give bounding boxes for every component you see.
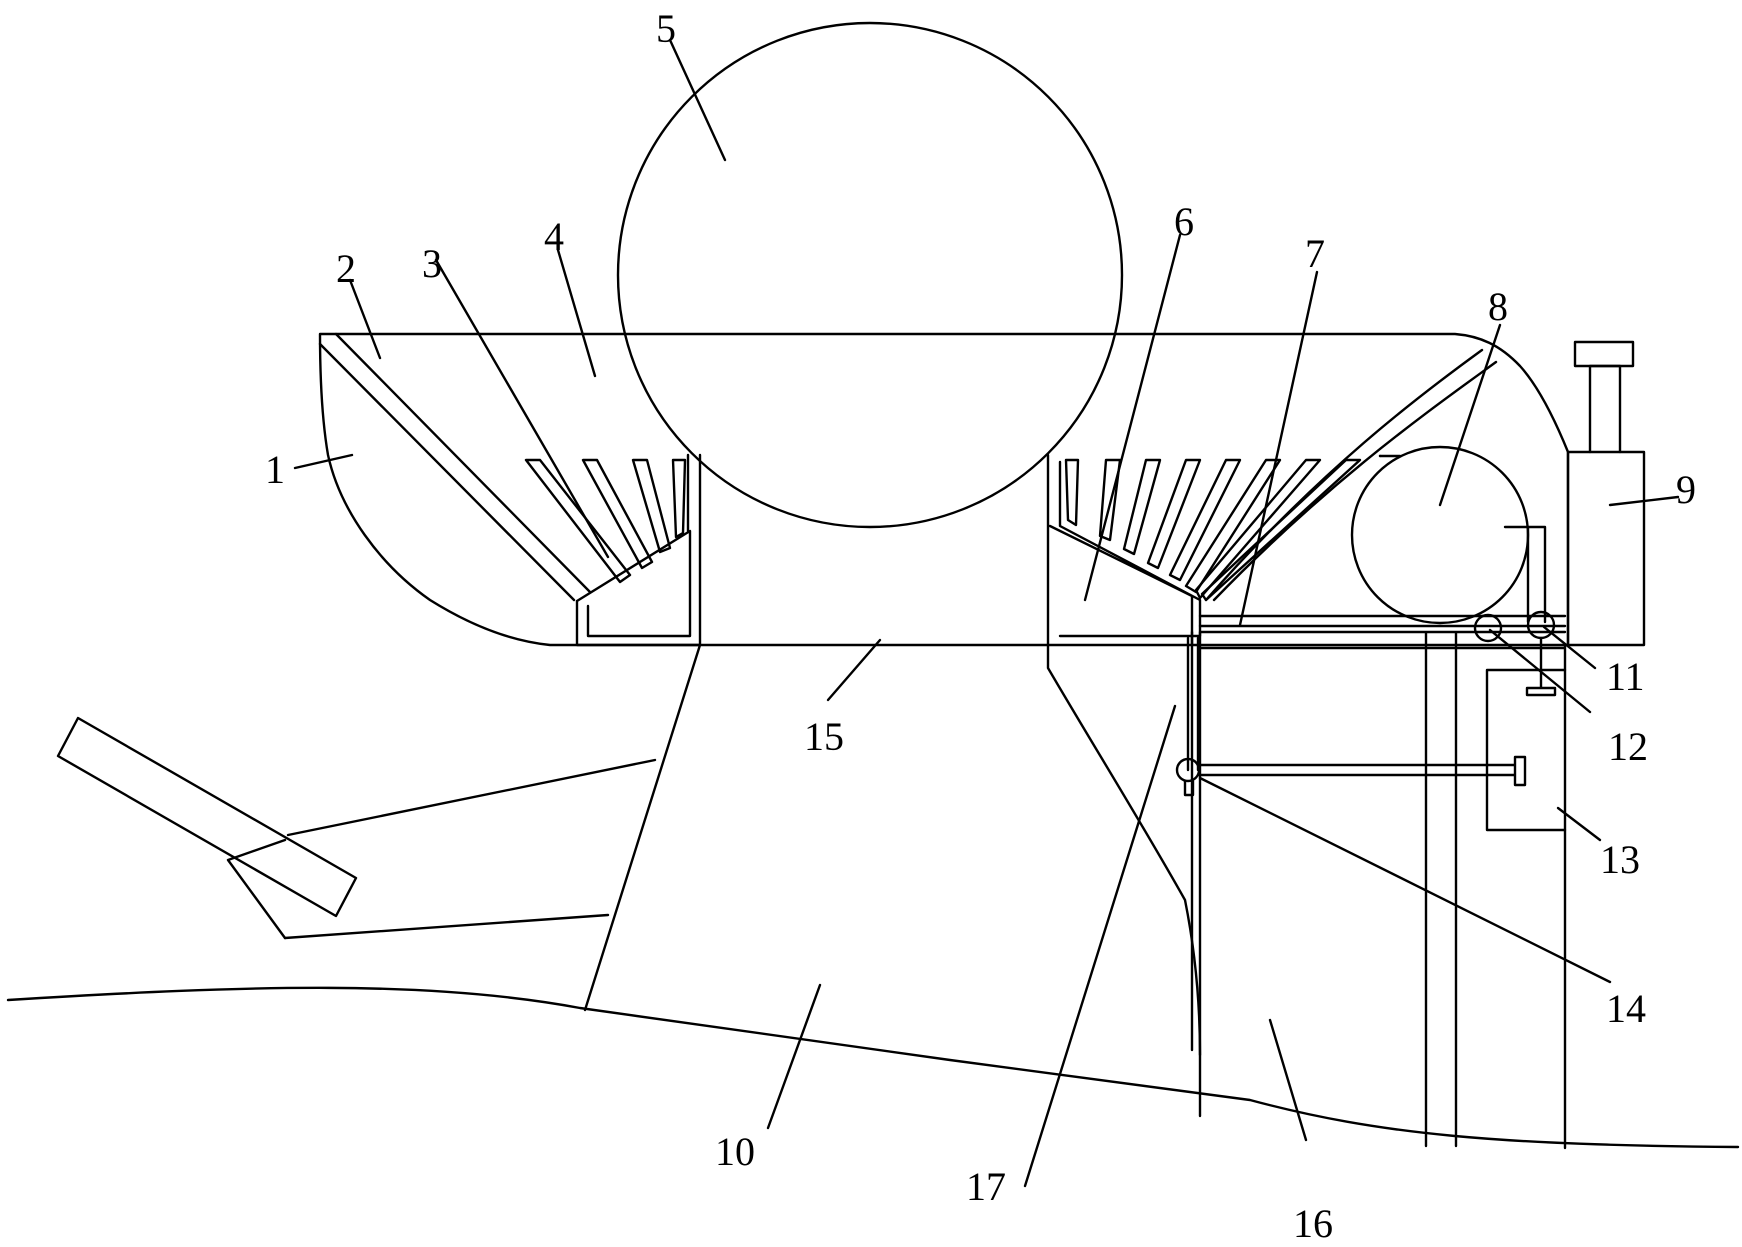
label-2: 2 (336, 246, 356, 291)
chute-bracket (226, 838, 287, 940)
label-14: 14 (1606, 986, 1646, 1031)
housing-body (318, 332, 1570, 647)
label-13: 13 (1600, 837, 1640, 882)
support-frame (1190, 630, 1567, 1150)
funnel-right-wall (1046, 643, 1202, 1057)
motor-circle (1350, 445, 1530, 625)
vertical-pipe (1186, 636, 1200, 772)
label-16: 16 (1293, 1201, 1333, 1246)
label-10: 10 (715, 1129, 755, 1174)
tank-13 (1485, 668, 1567, 832)
label-1: 1 (265, 447, 285, 492)
label-8: 8 (1488, 284, 1508, 329)
deflector-plate (318, 332, 592, 602)
label-3: 3 (422, 241, 442, 286)
label-4: 4 (544, 214, 564, 259)
ground-line (6, 986, 1740, 1149)
funnel-left-wall (583, 643, 702, 1012)
label-5: 5 (656, 6, 676, 51)
main-drum-circle (616, 21, 1124, 529)
valve-14 (1175, 757, 1201, 783)
motor-pipe (1503, 525, 1547, 624)
label-15: 15 (804, 714, 844, 759)
cylinder-stem (1588, 364, 1622, 454)
label-12: 12 (1608, 724, 1648, 769)
chute-upper-line (286, 758, 657, 837)
chute-lower-line (283, 913, 610, 940)
label-6: 6 (1174, 199, 1194, 244)
left-fins (524, 458, 687, 584)
label-7: 7 (1305, 231, 1325, 276)
valve-14-rod (1183, 755, 1527, 797)
valve-11 (1473, 613, 1503, 643)
leader-lines (293, 38, 1680, 1188)
chute-plate (56, 716, 358, 918)
left-block (575, 453, 702, 647)
control-box (1566, 450, 1646, 647)
label-9: 9 (1676, 467, 1696, 512)
label-17: 17 (966, 1164, 1006, 1209)
label-11: 11 (1606, 654, 1645, 699)
cylinder-cap (1573, 340, 1635, 368)
valve-12-stem (1525, 636, 1557, 697)
